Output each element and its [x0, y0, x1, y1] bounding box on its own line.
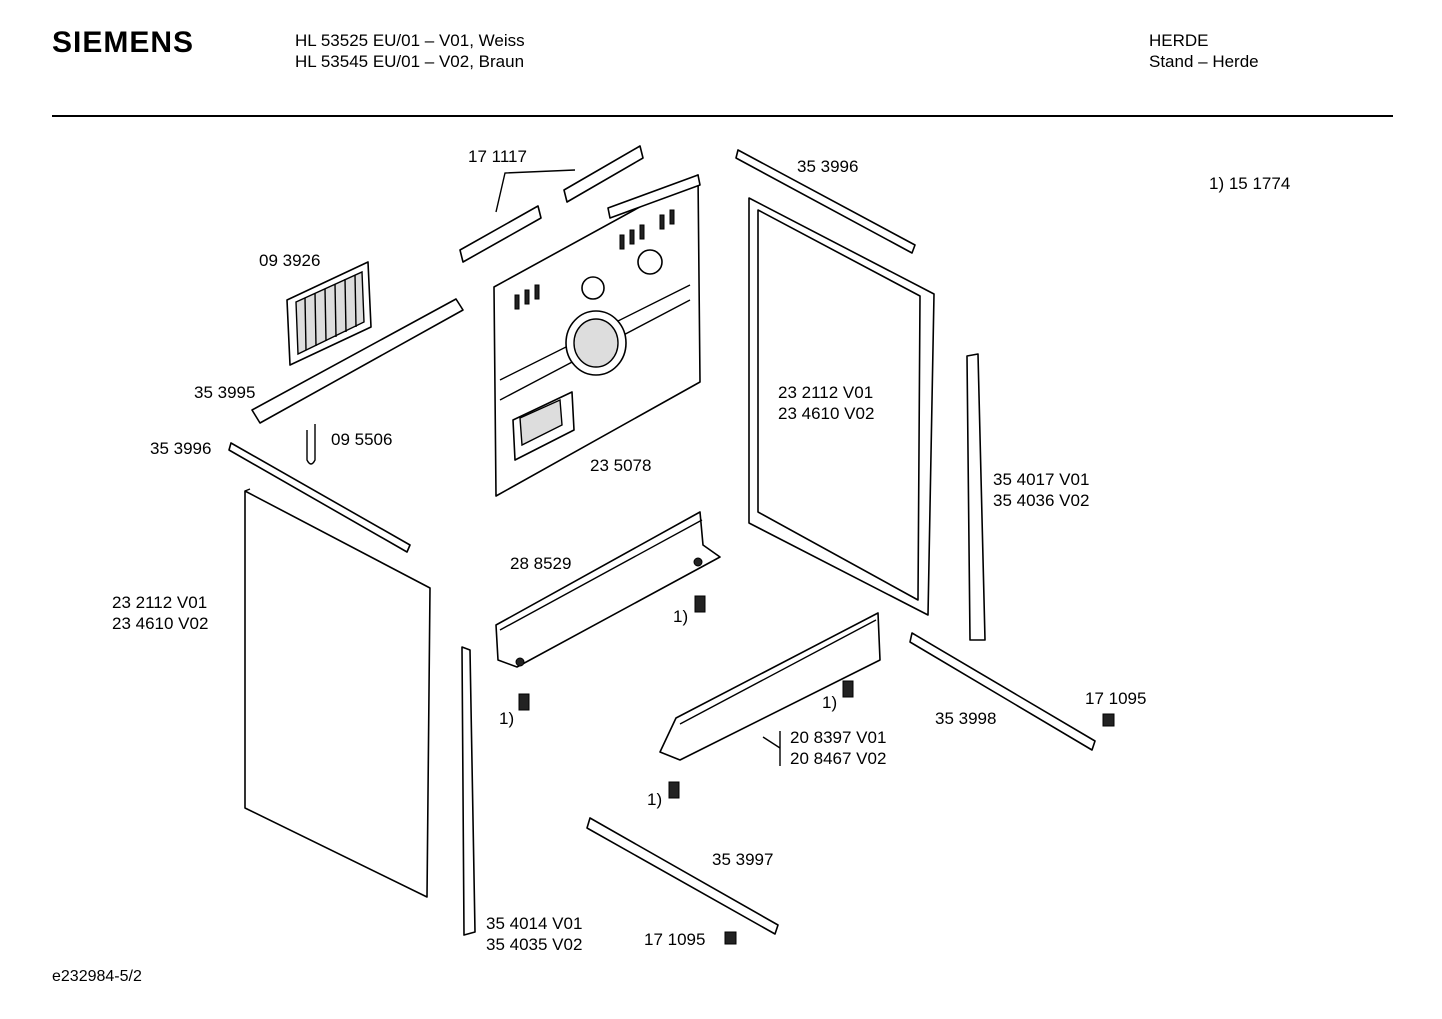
label-354017: 35 4017 V01	[993, 470, 1089, 489]
cap-171095-bottom	[724, 931, 737, 945]
label-354036: 35 4036 V02	[993, 491, 1089, 510]
strip-354014	[461, 646, 476, 936]
label-208397: 20 8397 V01	[790, 728, 886, 747]
category-subtitle: Stand – Herde	[1149, 52, 1259, 71]
rail-353997	[586, 817, 779, 935]
siemens-logo: SIEMENS	[52, 26, 195, 59]
label-353995: 35 3995	[194, 383, 255, 402]
base-tray-288529	[495, 511, 721, 668]
footnote-ref-1: 1)	[673, 607, 688, 626]
drawing-number: e232984-5/2	[52, 968, 142, 985]
label-171095-bottom: 17 1095	[644, 930, 705, 949]
category-info: HERDE Stand – Herde	[1149, 30, 1259, 72]
label-208467: 20 8467 V02	[790, 749, 886, 768]
header-rule	[52, 115, 1393, 117]
side-panel-left	[244, 488, 431, 898]
label-171095-right: 17 1095	[1085, 689, 1146, 708]
rail-353996-right	[735, 149, 916, 254]
rail-353998	[909, 632, 1096, 751]
rail-353996-left	[228, 442, 411, 553]
footnote: 1) 15 1774	[1209, 174, 1290, 193]
label-354035: 35 4035 V02	[486, 935, 582, 954]
label-171117: 17 1117	[468, 147, 527, 166]
trim-strip-upper	[563, 145, 644, 203]
label-353997: 35 3997	[712, 850, 773, 869]
label-353996-right: 35 3996	[797, 157, 858, 176]
footnote-ref-3: 1)	[499, 709, 514, 728]
label-353998: 35 3998	[935, 709, 996, 728]
footnote-ref-2: 1)	[822, 693, 837, 712]
category-title: HERDE	[1149, 31, 1209, 50]
label-232112-left: 23 2112 V01	[112, 593, 207, 612]
fan-grille	[286, 261, 372, 366]
leader-171117	[495, 169, 576, 213]
label-353996-left: 35 3996	[150, 439, 211, 458]
label-093926: 09 3926	[259, 251, 320, 270]
clip-095506	[306, 424, 316, 465]
label-095506: 09 5506	[331, 430, 392, 449]
foot-screw-2	[518, 693, 530, 711]
label-232112-right: 23 2112 V01	[778, 383, 873, 402]
plinth-208397	[659, 612, 881, 761]
model-line-2: HL 53545 EU/01 – V02, Braun	[295, 52, 525, 71]
cap-171095-right	[1102, 713, 1115, 727]
label-234610-left: 23 4610 V02	[112, 614, 208, 633]
label-354014: 35 4014 V01	[486, 914, 582, 933]
footnote-ref-4: 1)	[647, 790, 662, 809]
strip-354017	[966, 353, 986, 641]
trim-strip-lower	[459, 205, 542, 263]
side-panel-right	[748, 197, 935, 616]
model-line-1: HL 53525 EU/01 – V01, Weiss	[295, 31, 525, 50]
foot-screw-1	[694, 595, 706, 613]
rear-panel	[493, 174, 701, 497]
label-234610-right: 23 4610 V02	[778, 404, 874, 423]
foot-screw-3	[842, 680, 854, 698]
bar-353995	[251, 298, 464, 424]
model-info: HL 53525 EU/01 – V01, Weiss HL 53545 EU/…	[295, 30, 525, 72]
label-235078: 23 5078	[590, 456, 651, 475]
label-288529: 28 8529	[510, 554, 571, 573]
foot-screw-4	[668, 781, 680, 799]
leader-208397	[762, 731, 781, 766]
